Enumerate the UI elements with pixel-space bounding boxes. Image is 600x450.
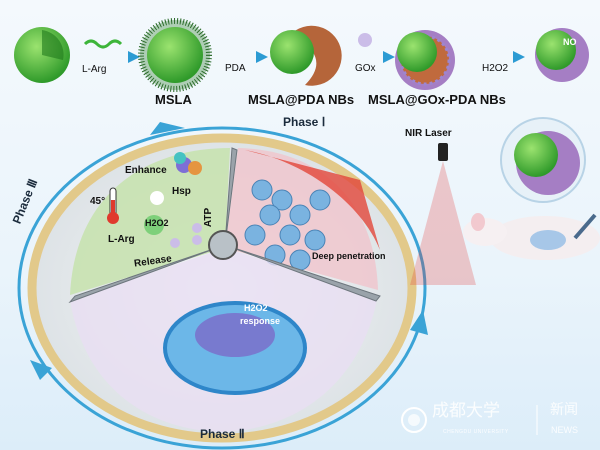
hsp-protein [174,152,202,175]
gox-dots [170,223,202,248]
label-h2o2-response-2: response [240,316,281,326]
msla-gox-pda-nb [395,30,455,90]
label-temperature: 45° [90,196,106,207]
label-hsp: Hsp [172,186,191,197]
laser-device [410,143,476,285]
mouse-illustration [463,213,600,260]
arrow-h2o2 [465,51,525,63]
watermark-university-en: CHENGDU UNIVERSITY [443,429,509,435]
label-msla: MSLA [155,92,192,107]
spinner-blades [68,147,381,304]
mesoporous-silica-sphere [14,27,70,83]
label-deep-penetration: Deep penetration [312,251,386,261]
label-h2o2-response-1: H2O2 [244,303,268,313]
label-larg: L-Arg [108,234,135,245]
h2o2-bubble [144,215,164,235]
syringe-icon [573,213,597,240]
thermometer-icon [107,187,119,224]
zoom-circle [500,117,586,203]
outer-blue-ring [17,126,427,450]
label-phase-1: Phase Ⅰ [283,115,326,129]
label-h2o2-reagent: H2O2 [482,63,509,74]
label-atp: ATP [203,207,215,228]
label-msla-gox-pda: MSLA@GOx-PDA NBs [368,92,506,107]
label-larg-reagent: L-Arg [82,64,107,75]
label-no: NO [563,37,577,47]
label-h2o2: H2O2 [145,218,169,228]
label-phase-2: Phase Ⅱ [200,427,245,441]
arrow-pda [215,51,268,63]
label-gox: GOx [355,63,376,74]
label-enhance: Enhance [125,165,167,176]
nanoparticle-cluster [244,179,331,271]
label-pda: PDA [225,63,246,74]
central-hub [208,230,238,260]
no-release-nb [535,28,589,82]
university-seal [401,407,427,433]
msla-sphere [138,18,212,92]
skull-icon [150,191,164,205]
arrow-gox [340,33,395,63]
label-msla-pda: MSLA@PDA NBs [248,92,355,107]
msla-pda-nb [270,25,342,86]
watermark-news-cn: 新闻 [550,401,578,417]
arrow-larg [83,39,140,63]
label-nir-laser: NIR Laser [405,128,452,139]
watermark-university-cn: 成都大学 [432,401,500,421]
watermark-news-en: NEWS [551,425,578,435]
